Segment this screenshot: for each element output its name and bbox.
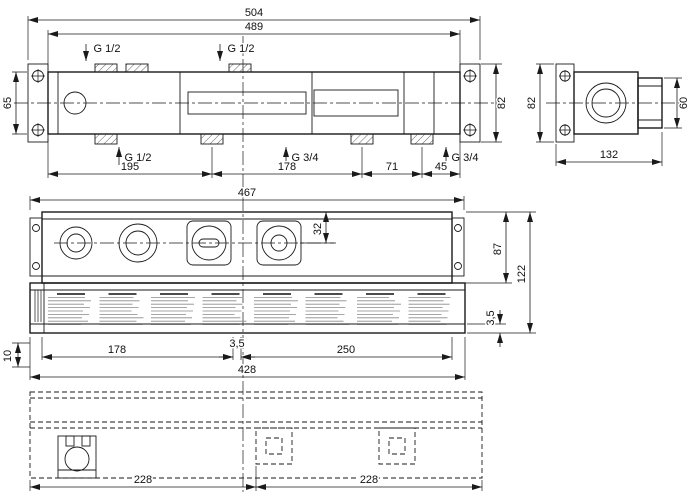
valve-knob-3 [186, 220, 232, 266]
dim-chain-bottom-view: 228 228 [29, 466, 483, 491]
fixing-point-2 [378, 427, 416, 465]
thread-label-top-mid: G 1/2 [217, 42, 256, 61]
side-cartridge-block [637, 77, 663, 129]
dim-label: 467 [238, 187, 256, 199]
front-bracket-left [29, 217, 43, 277]
dim-label: 178 [108, 344, 126, 356]
front-view: 467 [1, 186, 536, 380]
dim-label: 82 [496, 97, 508, 109]
vertical-fine-print [34, 290, 42, 322]
thread-label: G 1/2 [228, 43, 255, 55]
dim-center-offset-32: 32 [300, 212, 334, 244]
thread-label: G 1/2 [125, 152, 152, 164]
dim-bottom-width-428: 428 [29, 337, 466, 380]
dim-body-height-87: 87 [454, 211, 536, 284]
front-bracket-right [451, 217, 465, 277]
thread-label-bottom-mid: G 3/4 [283, 147, 320, 166]
valve-knob-1 [59, 226, 93, 260]
dim-label: 3,5 [229, 338, 244, 350]
thread-label-bottom-right: G 3/4 [443, 147, 480, 166]
dim-plate-thickness-3-5: 3,5 [467, 309, 506, 347]
thread-label-top-left: G 1/2 [83, 42, 122, 61]
bottom-view: 228 228 [29, 391, 483, 491]
dim-label: 32 [312, 223, 324, 235]
dim-label: 87 [492, 243, 504, 255]
side-view: 82 60 132 [525, 63, 692, 166]
dim-side-depth-132: 132 [555, 132, 663, 166]
dim-height-right-82: 82 [481, 63, 510, 143]
dim-label: 65 [2, 97, 14, 109]
dim-label: 10 [2, 350, 14, 362]
dim-label: 45 [435, 161, 447, 173]
dim-label: 428 [238, 364, 256, 376]
dim-label: 71 [386, 161, 398, 173]
thread-label: G 3/4 [452, 152, 479, 164]
dim-chain-top-view-bottom: 195 178 71 45 [47, 138, 461, 178]
valve-body-front-outline [41, 211, 453, 284]
valve-body-front-edges [42, 218, 452, 277]
dim-label: 250 [337, 344, 355, 356]
valve-body-top-outline [47, 71, 461, 135]
dim-label: 82 [526, 97, 538, 109]
dim-height-left-65: 65 [1, 71, 27, 135]
valve-knob-2 [118, 223, 158, 263]
dim-overall-504: 504 [27, 6, 481, 60]
dim-side-height-82: 82 [525, 63, 554, 143]
mounting-clip [57, 435, 97, 479]
dim-label: 504 [245, 7, 263, 19]
dim-label: 60 [678, 97, 690, 109]
dim-front-width-467: 467 [29, 186, 465, 210]
dim-label: 132 [600, 149, 618, 161]
top-view: 504 489 G 1/2 G 1/2 65 82 G 1/2 [1, 6, 510, 178]
dim-body-489: 489 [47, 20, 461, 70]
dim-total-height-122: 122 [467, 212, 536, 334]
thread-label-bottom-left: G 1/2 [116, 147, 153, 166]
dim-label: 3,5 [485, 310, 497, 325]
dim-label: 195 [121, 161, 139, 173]
side-body-details [585, 82, 627, 124]
bottom-view-edges [30, 397, 482, 429]
fine-print-columns [48, 293, 451, 326]
dim-label: 178 [278, 161, 296, 173]
dim-side-cartridge-60: 60 [664, 77, 692, 129]
dim-label: 228 [134, 474, 152, 486]
outlet-ports-bottom [94, 133, 434, 145]
thread-label: G 3/4 [292, 152, 319, 164]
dim-label: 489 [245, 21, 263, 33]
fixing-point-1 [255, 427, 293, 465]
valve-body-top-details [57, 72, 435, 134]
thread-label: G 1/2 [94, 43, 121, 55]
dim-label: 122 [516, 265, 528, 283]
dim-chain-front-bottom: 178 3,5 250 [41, 337, 453, 360]
label-band [29, 282, 466, 334]
dim-label: 228 [360, 474, 378, 486]
dim-offset-10: 10 [1, 342, 30, 368]
inlet-ports-top [94, 63, 252, 73]
